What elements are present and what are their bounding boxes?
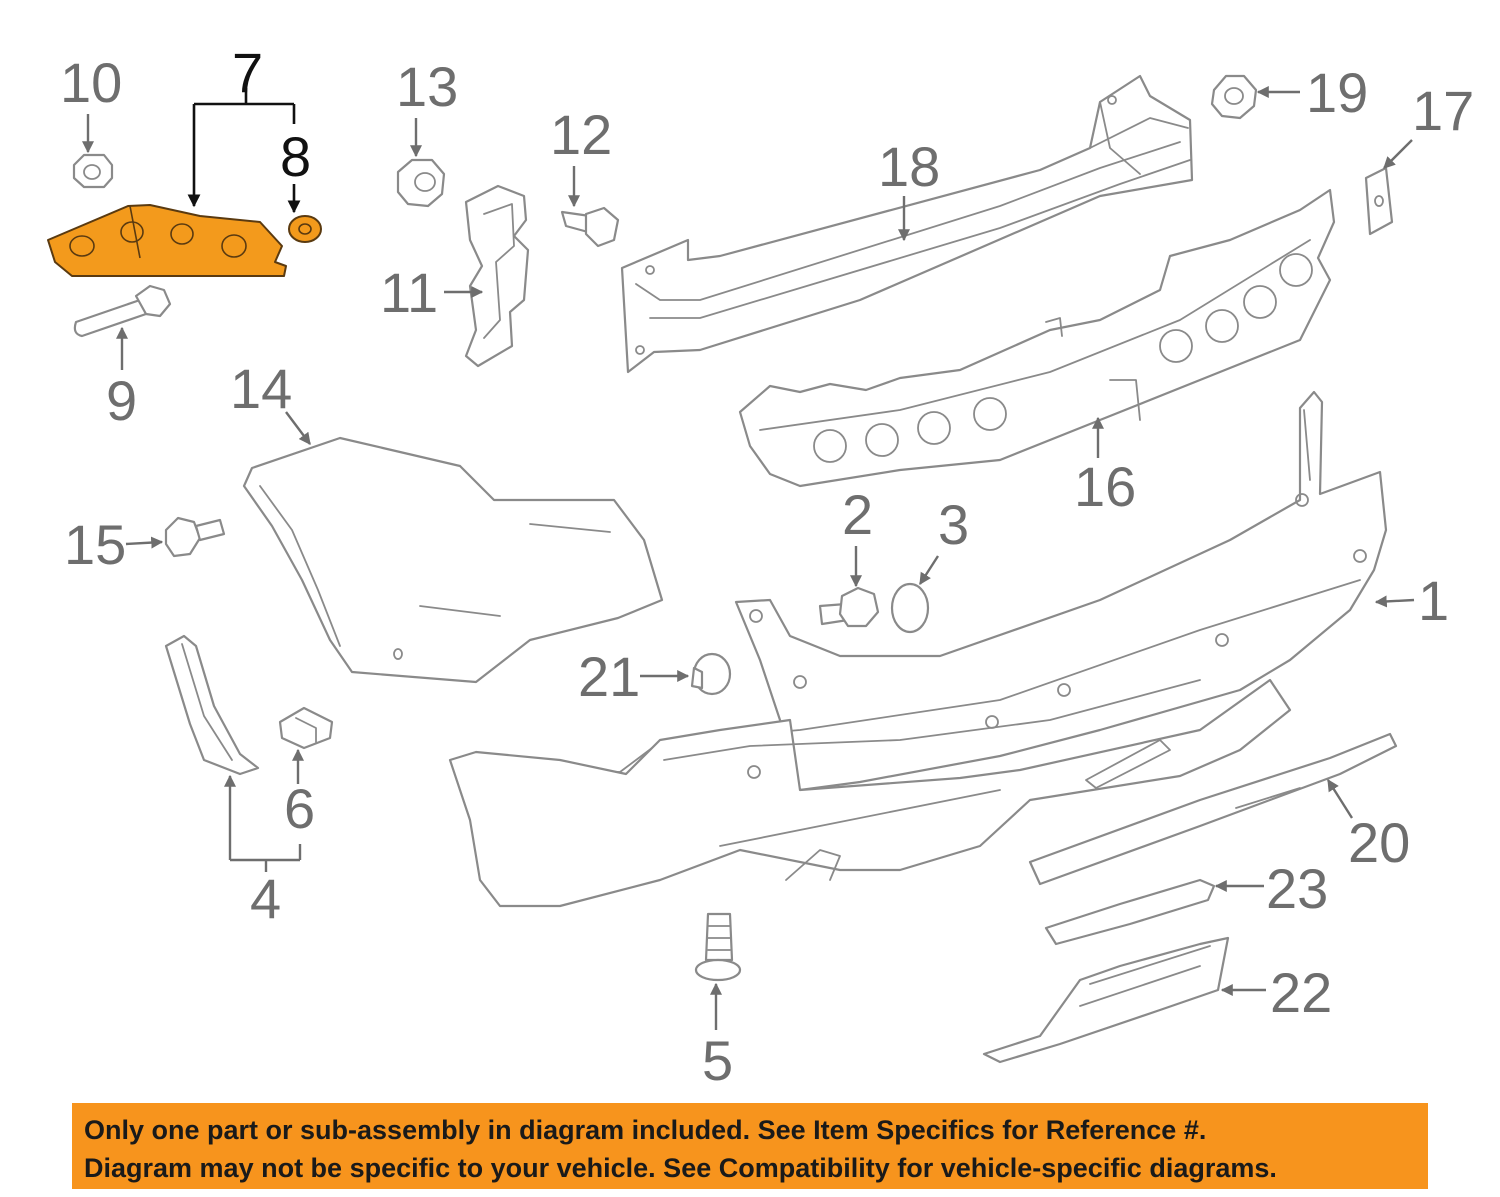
part-2-bolt xyxy=(818,586,880,628)
callout-7: 7 xyxy=(232,41,263,104)
callout-11: 11 xyxy=(380,261,438,324)
callout-14: 14 xyxy=(230,357,292,420)
callout-15: 15 xyxy=(64,513,126,576)
part-15-bolt xyxy=(164,516,226,558)
part-20-molding xyxy=(1028,732,1398,886)
part-4-bracket xyxy=(164,634,260,776)
part-14-side-fascia xyxy=(242,436,664,684)
callout-19: 19 xyxy=(1306,61,1368,124)
parts-diagram: 10 7 8 9 13 12 11 18 19 17 16 14 15 2 3 … xyxy=(47,41,1474,1092)
absorber-bosses xyxy=(813,253,1313,463)
part-13-nut xyxy=(396,158,446,208)
callout-8: 8 xyxy=(280,125,311,188)
callout-9: 9 xyxy=(106,369,137,432)
callout-13: 13 xyxy=(396,55,458,118)
part-23-trim xyxy=(1044,878,1216,946)
callout-22: 22 xyxy=(1270,961,1332,1024)
callout-1: 1 xyxy=(1418,569,1449,632)
part-5-push-pin xyxy=(694,912,742,982)
part-9-bolt xyxy=(73,284,172,338)
leader-lines xyxy=(82,86,1415,1030)
callout-labels: 10 7 8 9 13 12 11 18 19 17 16 14 15 2 3 … xyxy=(60,41,1474,1092)
callout-2: 2 xyxy=(842,483,873,546)
part-21-push-pin xyxy=(690,652,732,696)
part-22-grille xyxy=(982,936,1230,1064)
disclaimer-banner: Only one part or sub-assembly in diagram… xyxy=(72,1103,1428,1189)
disclaimer-line-1: Only one part or sub-assembly in diagram… xyxy=(84,1115,1207,1145)
callout-6: 6 xyxy=(284,777,315,840)
part-1-bumper-fascia xyxy=(448,390,1388,908)
part-10-nut xyxy=(72,153,114,189)
part-11-bracket xyxy=(464,184,530,368)
part-16-absorber xyxy=(738,188,1336,488)
callout-21: 21 xyxy=(578,645,640,708)
callout-17: 17 xyxy=(1412,79,1474,142)
callout-18: 18 xyxy=(878,135,940,198)
part-3-grommet xyxy=(890,582,930,634)
callout-3: 3 xyxy=(938,493,969,556)
callout-12: 12 xyxy=(550,103,612,166)
part-12-bolt xyxy=(560,206,620,248)
part-6-clip xyxy=(278,706,334,750)
callout-10: 10 xyxy=(60,51,122,114)
callout-16: 16 xyxy=(1074,455,1136,518)
part-18-impact-bar xyxy=(620,74,1194,374)
callout-5: 5 xyxy=(702,1029,733,1092)
part-7-bracket xyxy=(47,204,287,277)
disclaimer-line-2: Diagram may not be specific to your vehi… xyxy=(84,1153,1277,1183)
part-19-nut xyxy=(1210,74,1258,120)
part-17-clip xyxy=(1364,166,1394,236)
callout-23: 23 xyxy=(1266,857,1328,920)
callout-20: 20 xyxy=(1348,811,1410,874)
callout-4: 4 xyxy=(250,867,281,930)
part-8-washer xyxy=(288,215,322,243)
